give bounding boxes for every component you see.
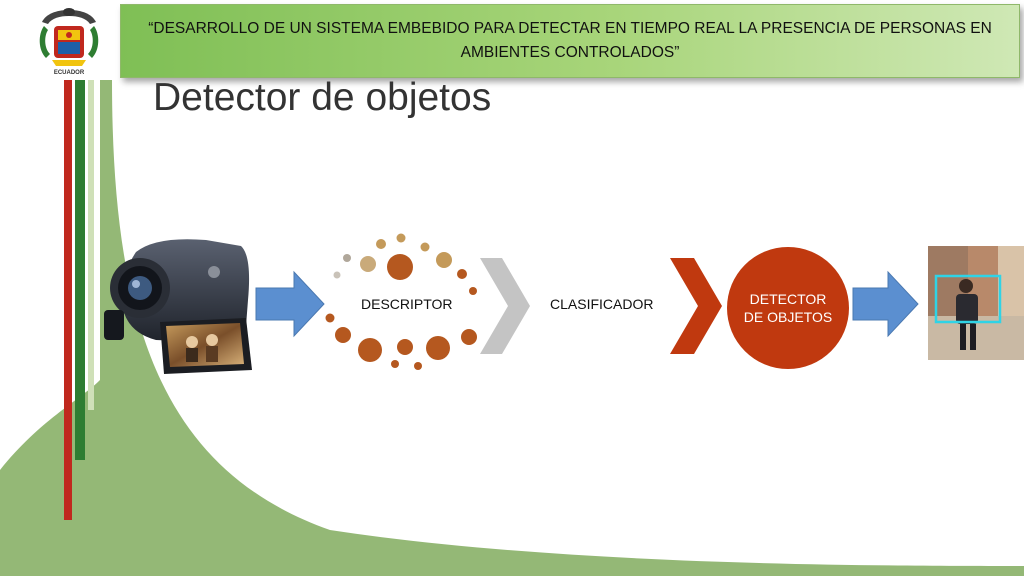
university-shield-icon [39, 8, 99, 66]
dot [469, 287, 477, 295]
chevron-gray [480, 258, 530, 354]
dot [387, 254, 413, 280]
dot [360, 256, 376, 272]
dot [391, 360, 399, 368]
dot [335, 327, 351, 343]
flow-arrow-2 [852, 270, 919, 338]
dot [376, 239, 386, 249]
camcorder-image [96, 222, 266, 382]
header-banner: “DESARROLLO DE UN SISTEMA EMBEBIDO PARA … [120, 4, 1020, 78]
university-logo: ECUADOR [34, 4, 104, 80]
dot [358, 338, 382, 362]
page-title: Detector de objetos [153, 76, 492, 119]
flow-arrow-1 [255, 270, 325, 338]
dot [343, 254, 351, 262]
dot [461, 329, 477, 345]
descriptor-label: DESCRIPTOR [361, 296, 453, 312]
dot [397, 339, 413, 355]
dot [457, 269, 467, 279]
dot [414, 362, 422, 370]
person-detection-photo [928, 246, 1024, 360]
stripe-pale [88, 80, 94, 410]
detection-result-photo [928, 246, 1024, 360]
chevron-red [670, 258, 722, 354]
header-subtitle: “DESARROLLO DE UN SISTEMA EMBEBIDO PARA … [148, 20, 992, 61]
dot [436, 252, 452, 268]
detection-box [934, 274, 1002, 324]
stripe-green [75, 80, 85, 460]
logo-caption: ECUADOR [53, 70, 85, 76]
green-swoosh [0, 80, 1024, 576]
dot [426, 336, 450, 360]
dot [333, 271, 341, 279]
dot [420, 242, 430, 252]
detector-label: DETECTOR DE OBJETOS [743, 291, 833, 325]
detector-node: DETECTOR DE OBJETOS [727, 247, 849, 369]
descriptor-dot-ring [325, 233, 477, 370]
dot [325, 313, 335, 323]
stripe-red [64, 80, 72, 520]
classifier-label: CLASIFICADOR [550, 296, 654, 312]
dot [396, 233, 406, 243]
camcorder-icon [104, 239, 252, 374]
